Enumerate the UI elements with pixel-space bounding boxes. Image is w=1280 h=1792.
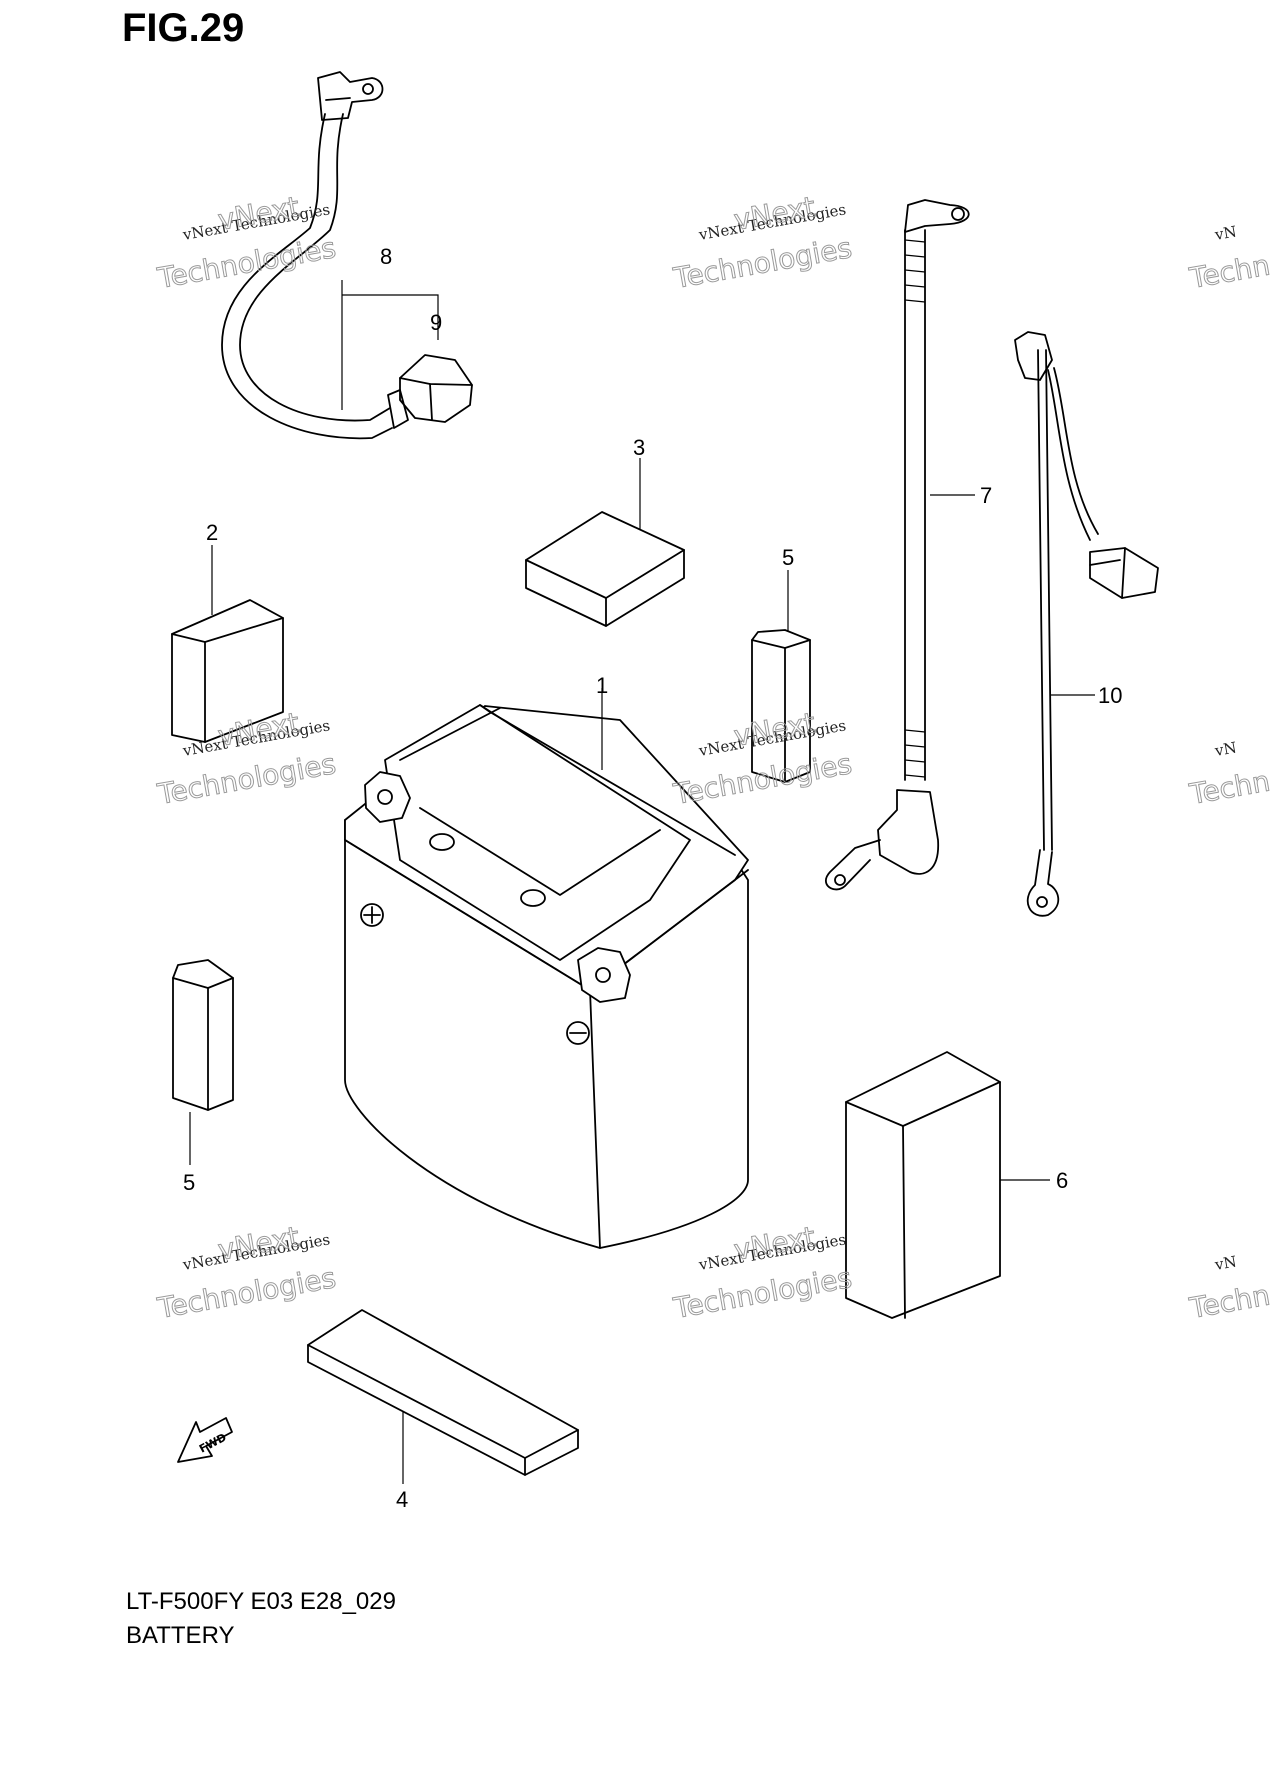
svg-text:vNext: vNext [215, 1220, 301, 1267]
part-1-battery [344, 704, 749, 1249]
watermark-3: vN Techn [1186, 222, 1273, 295]
part-5-pad-upper [751, 629, 811, 783]
svg-text:Technologies: Technologies [155, 747, 339, 811]
watermark-1: vNext Technologies vNext Technologies [154, 190, 339, 296]
svg-text:vNext: vNext [731, 1220, 817, 1267]
svg-text:vNext: vNext [731, 190, 817, 237]
watermark-8: vNext Technologies vNext Technologies [670, 1220, 855, 1326]
callout-5-lower: 5 [183, 1170, 195, 1195]
callout-10: 10 [1098, 683, 1122, 708]
callout-7: 7 [980, 483, 992, 508]
svg-text:Techn: Techn [1187, 248, 1273, 295]
svg-text:Technologies: Technologies [155, 1261, 339, 1325]
svg-text:Technologies: Technologies [671, 1261, 855, 1325]
callout-9: 9 [430, 310, 442, 335]
watermark-9: vN Techn [1186, 1252, 1273, 1325]
part-4-strip [307, 1309, 579, 1476]
callout-8: 8 [380, 244, 392, 269]
diagram-name: BATTERY [126, 1622, 235, 1649]
callout-2: 2 [206, 520, 218, 545]
part-10-lead-wire [1014, 331, 1159, 917]
fwd-arrow-icon: FWD [177, 1417, 233, 1463]
part-9-terminal-cover [387, 354, 473, 429]
figure-title: FIG.29 [122, 6, 245, 50]
part-7-cable [824, 199, 970, 891]
callout-4: 4 [396, 1487, 408, 1512]
svg-text:vN: vN [1213, 1252, 1238, 1274]
callout-6: 6 [1056, 1168, 1068, 1193]
callout-1: 1 [596, 673, 608, 698]
watermark-7: vNext Technologies vNext Technologies [154, 1220, 339, 1326]
callout-3: 3 [633, 435, 645, 460]
svg-text:vN: vN [1213, 222, 1238, 244]
svg-text:Techn: Techn [1187, 1278, 1273, 1325]
callout-bracket-8-9 [341, 280, 439, 410]
model-code: LT-F500FY E03 E28_029 [126, 1588, 396, 1615]
svg-text:vN: vN [1213, 738, 1238, 760]
watermark-6: vN Techn [1186, 738, 1273, 811]
callout-5-upper: 5 [782, 545, 794, 570]
part-5-pad-lower [172, 959, 234, 1111]
part-2-pad [171, 599, 284, 743]
part-8-battery-cable [221, 71, 393, 440]
svg-text:Techn: Techn [1187, 764, 1273, 811]
part-6-pad [845, 1051, 1001, 1319]
svg-text:Technologies: Technologies [155, 231, 339, 295]
part-3-pad [525, 511, 685, 627]
svg-text:Technologies: Technologies [671, 231, 855, 295]
svg-text:vNext: vNext [215, 190, 301, 237]
watermark-2: vNext Technologies vNext Technologies [670, 190, 855, 296]
